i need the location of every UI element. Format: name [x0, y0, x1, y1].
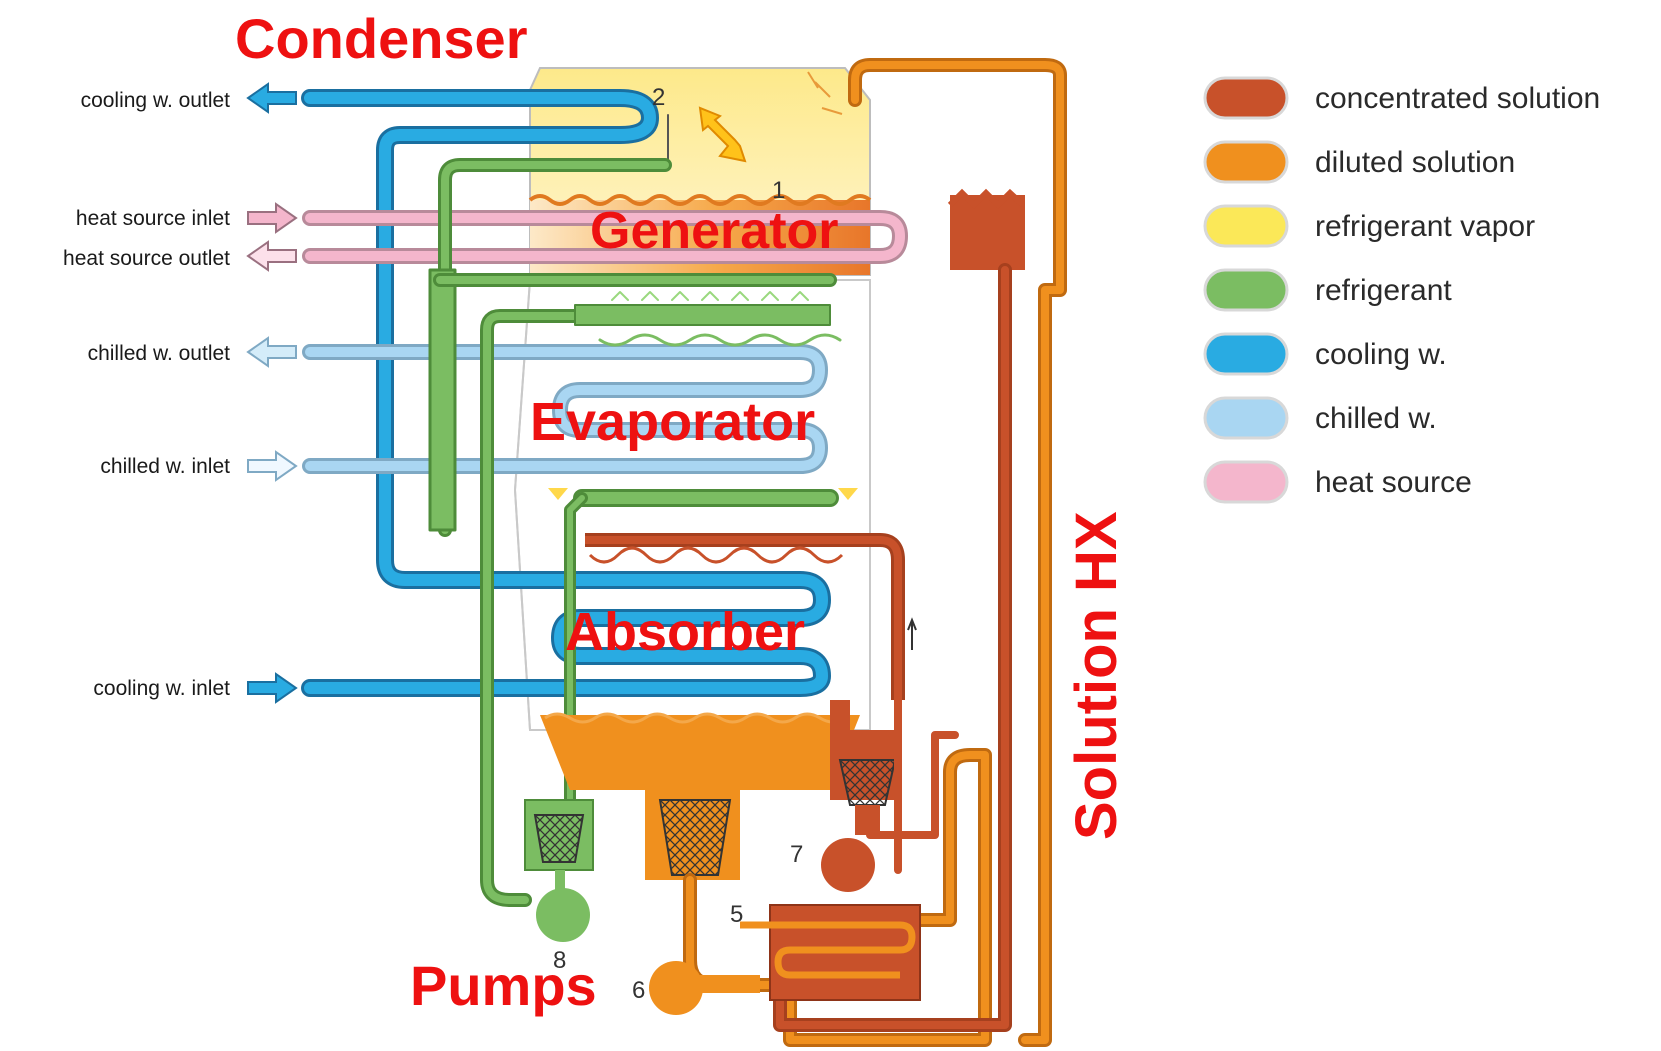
legend-label: cooling w. [1315, 338, 1447, 371]
chilled-outlet-label: chilled w. outlet [88, 342, 231, 365]
pumps-title: Pumps [410, 954, 597, 1017]
legend-label: diluted solution [1315, 146, 1515, 179]
legend-swatch [1203, 460, 1289, 504]
heat-outlet-arrow [246, 240, 297, 272]
legend-swatch [1203, 268, 1289, 312]
cooling-water-pipe [301, 89, 831, 697]
legend-swatch [1203, 396, 1289, 440]
condenser-title: Condenser [235, 7, 528, 70]
absorber-sump [540, 712, 860, 880]
legend-label: concentrated solution [1315, 82, 1600, 115]
port-arrows [246, 82, 298, 704]
component-number-8: 8 [553, 947, 566, 974]
concentrated-filter [830, 700, 900, 835]
evaporator-title: Evaporator [530, 392, 815, 452]
heat-inlet-arrow [247, 202, 298, 234]
legend-label: refrigerant [1315, 274, 1452, 307]
refrigerant-filter [524, 799, 594, 905]
chilled-inlet-label: chilled w. inlet [100, 455, 230, 478]
absorber-spray [585, 533, 905, 700]
legend-label: refrigerant vapor [1315, 210, 1535, 243]
cooling-outlet-arrow [246, 82, 297, 114]
component-number-1: 1 [772, 177, 785, 204]
component-number-5: 5 [730, 901, 743, 928]
solution-heat-exchanger [740, 904, 921, 1001]
concentrated-pump [821, 838, 875, 892]
legend-label: heat source [1315, 466, 1472, 499]
legend-label: chilled w. [1315, 402, 1437, 435]
chilled-outlet-arrow [246, 336, 297, 368]
cooling-outlet-label: cooling w. outlet [81, 89, 231, 112]
generator-title: Generator [590, 202, 839, 260]
legend-swatch [1203, 140, 1289, 184]
chilled-water-pipe [302, 344, 829, 474]
refrigerant-pipe [428, 158, 842, 907]
refrigerant-pump [536, 888, 590, 942]
legend-swatch [1203, 204, 1289, 248]
vapor-flow-arrows [548, 71, 1066, 650]
component-number-6: 6 [632, 977, 645, 1004]
absorber-title: Absorber [565, 602, 805, 662]
chilled-inlet-arrow [247, 450, 298, 482]
cooling-inlet-arrow [247, 672, 298, 704]
component-number-7: 7 [790, 841, 803, 868]
cooling-inlet-label: cooling w. inlet [93, 677, 230, 700]
heat-inlet-label: heat source inlet [76, 207, 230, 230]
legend-swatch [1203, 76, 1289, 120]
component-number-2: 2 [652, 84, 665, 111]
solution-pump [649, 961, 760, 1015]
heat-source-pipe [302, 210, 909, 264]
legend: concentrated solution diluted solution ref… [1203, 76, 1600, 504]
solution-hx-title: Solution HX [1064, 511, 1129, 840]
concentrated-solution-pipe [773, 263, 1012, 1032]
heat-outlet-label: heat source outlet [63, 247, 230, 270]
legend-swatch [1203, 332, 1289, 376]
